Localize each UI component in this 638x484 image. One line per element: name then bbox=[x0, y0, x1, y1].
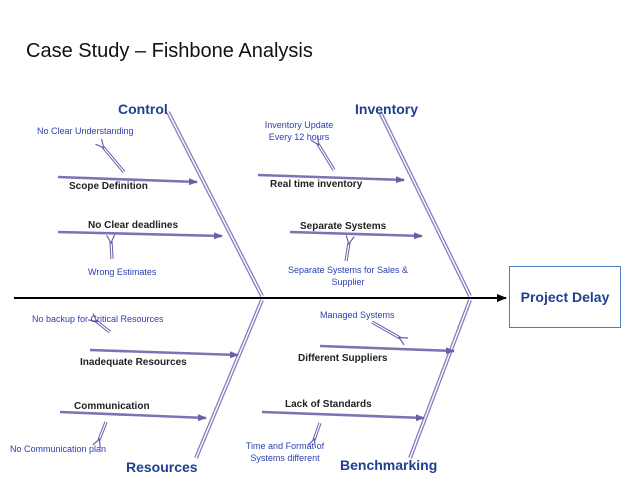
sub-arrow-no-communication-plan-inner bbox=[99, 421, 107, 440]
arrow-lack-of-standards bbox=[261, 410, 425, 422]
category-benchmarking: Benchmarking bbox=[340, 457, 438, 473]
bone-resources-inner bbox=[195, 299, 263, 459]
sub-arrow-inventory-update-inner bbox=[318, 144, 335, 171]
cause-separate-systems: Separate Systems bbox=[300, 221, 387, 232]
cause-no-clear-deadlines: No Clear deadlines bbox=[88, 220, 179, 231]
sub-cause-no-communication-plan: No Communication plan bbox=[10, 444, 107, 454]
cause-inadequate-resources: Inadequate Resources bbox=[80, 357, 187, 368]
bone-control-inner bbox=[167, 111, 263, 297]
sub-arrow-no-backup-inner bbox=[96, 321, 111, 333]
arrow-scope-definition bbox=[57, 175, 198, 186]
sub-arrow-no-clear-understanding-inner bbox=[103, 147, 125, 173]
cause-scope-definition: Scope Definition bbox=[69, 181, 148, 192]
sub-arrow-managed-systems-inner bbox=[371, 321, 400, 338]
sub-cause-managed-systems: Managed Systems bbox=[320, 310, 395, 320]
cause-real-time-inventory: Real time inventory bbox=[270, 179, 363, 190]
arrow-communication bbox=[59, 410, 207, 422]
arrow-different-suppliers bbox=[319, 344, 455, 355]
sub-cause-no-clear-understanding: No Clear Understanding bbox=[37, 126, 134, 136]
category-control: Control bbox=[118, 101, 168, 117]
bone-benchmarking-inner bbox=[409, 299, 471, 459]
sub-arrow-separate-systems-sales-inner bbox=[345, 243, 349, 262]
arrow-inadequate-resources bbox=[89, 348, 239, 359]
effect-box: Project Delay bbox=[509, 266, 621, 328]
cause-communication: Communication bbox=[74, 401, 150, 412]
sub-arrow-time-and-format-inner bbox=[314, 422, 321, 440]
arrow-separate-systems bbox=[289, 230, 423, 240]
category-inventory: Inventory bbox=[355, 101, 419, 117]
bone-inventory-inner bbox=[379, 111, 471, 297]
cause-lack-of-standards: Lack of Standards bbox=[285, 399, 372, 410]
sub-cause-inventory-update: Inventory Update Every 12 hours bbox=[264, 120, 334, 142]
page-title: Case Study – Fishbone Analysis bbox=[26, 40, 313, 62]
arrow-no-clear-deadlines bbox=[57, 230, 223, 240]
sub-cause-no-backup: No backup for Critical Resources bbox=[32, 314, 164, 324]
sub-arrow-wrong-estimates-inner bbox=[111, 242, 112, 260]
sub-cause-separate-systems-sales: Separate Systems for Sales & Supplier bbox=[287, 265, 409, 287]
sub-cause-time-and-format: Time and Format of Systems different bbox=[245, 441, 325, 463]
sub-cause-wrong-estimates: Wrong Estimates bbox=[88, 267, 157, 277]
category-resources: Resources bbox=[126, 459, 198, 475]
effect-label: Project Delay bbox=[520, 289, 610, 305]
cause-different-suppliers: Different Suppliers bbox=[298, 353, 388, 364]
arrow-real-time-inventory bbox=[257, 173, 405, 184]
